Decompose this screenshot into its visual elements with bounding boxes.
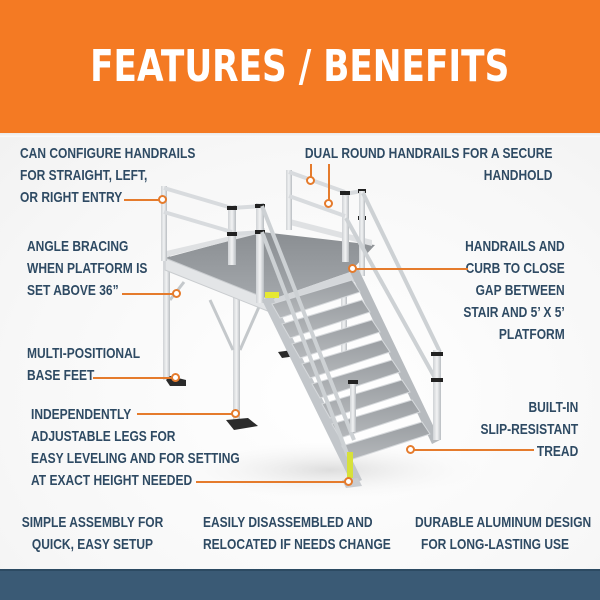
platform-leg-back-left bbox=[233, 275, 240, 420]
header-banner: FEATURES / BENEFITS bbox=[0, 0, 600, 133]
callout-angle-bracing: ANGLE BRACING WHEN PLATFORM IS SET ABOVE… bbox=[27, 238, 148, 299]
callout-leader-line bbox=[93, 377, 173, 379]
callout-marker-dot bbox=[158, 195, 167, 204]
feature-durable-aluminum: DURABLE ALUMINUM DESIGN FOR LONG-LASTING… bbox=[415, 514, 592, 553]
callout-leader-line bbox=[196, 481, 346, 483]
callout-leader-line bbox=[124, 199, 160, 201]
callout-base-feet: MULTI-POSITIONAL BASE FEET bbox=[27, 345, 141, 384]
callout-leader-line bbox=[122, 293, 174, 295]
callout-marker-dot bbox=[171, 373, 180, 382]
callout-leader-line bbox=[414, 449, 534, 451]
banner-divider bbox=[0, 133, 600, 137]
platform-leg-front-left bbox=[163, 255, 170, 380]
footer-band bbox=[0, 569, 600, 600]
callout-slip-resistant-tread: BUILT-IN SLIP-RESISTANT TREAD bbox=[480, 399, 578, 460]
callout-adjustable-legs: INDEPENDENTLY ADJUSTABLE LEGS FOR EASY L… bbox=[31, 406, 240, 489]
callout-marker-dot bbox=[306, 176, 315, 185]
callout-dual-round-handrails: DUAL ROUND HANDRAILS FOR A SECURE HANDHO… bbox=[304, 145, 552, 184]
callout-handrails-and-curb: HANDRAILS AND CURB TO CLOSE GAP BETWEEN … bbox=[463, 238, 565, 343]
callout-marker-dot bbox=[348, 264, 357, 273]
callout-marker-dot bbox=[324, 199, 333, 208]
callout-leader-line bbox=[137, 413, 233, 415]
callout-marker-dot bbox=[406, 445, 415, 454]
page-title: FEATURES / BENEFITS bbox=[90, 41, 510, 92]
callout-marker-dot bbox=[231, 409, 240, 418]
callout-handrail-configuration: CAN CONFIGURE HANDRAILS FOR STRAIGHT, LE… bbox=[20, 145, 196, 206]
callout-leader-line bbox=[310, 164, 312, 178]
callout-marker-dot bbox=[172, 289, 181, 298]
feature-simple-assembly: SIMPLE ASSEMBLY FOR QUICK, EASY SETUP bbox=[21, 514, 164, 553]
callout-marker-dot bbox=[344, 477, 353, 486]
callout-leader-line bbox=[356, 268, 468, 270]
feature-easily-disassembled: EASILY DISASSEMBLED AND RELOCATED IF NEE… bbox=[203, 514, 391, 553]
callout-leader-line bbox=[328, 164, 330, 200]
